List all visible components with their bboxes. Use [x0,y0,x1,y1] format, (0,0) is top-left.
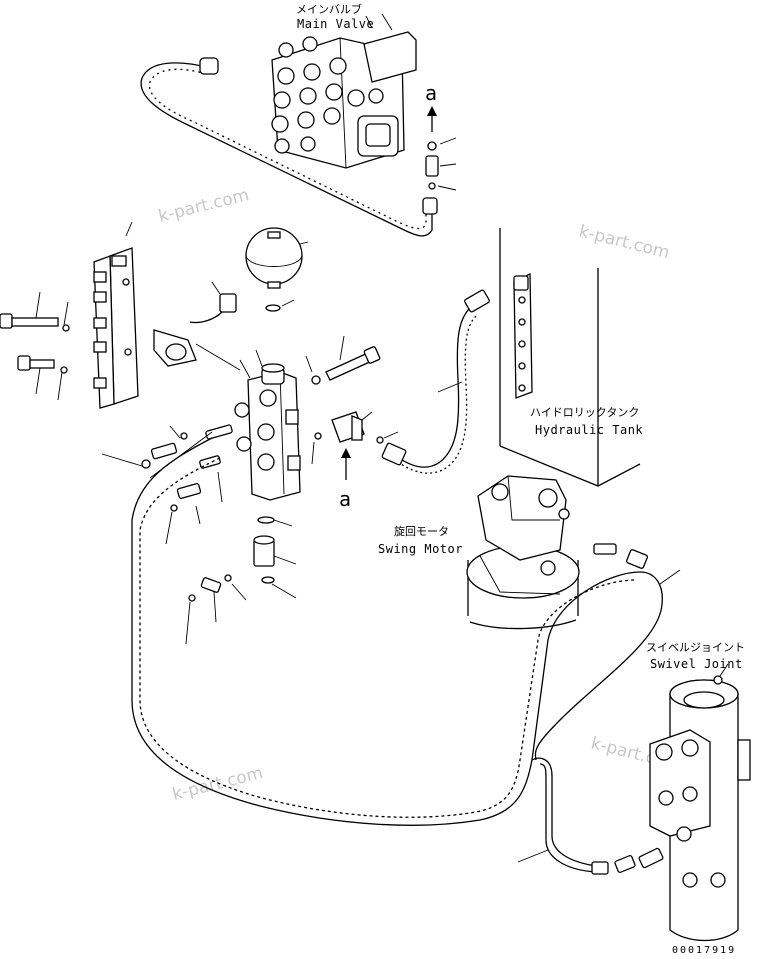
view-marker-top: a [425,81,437,105]
mounting-bracket [93,221,139,409]
fittings-cluster [101,424,297,645]
view-marker-middle: a [339,487,351,511]
main-valve-label-en: Main Valve [297,17,374,31]
solenoid-valve-block [234,349,301,527]
swivel-joint-label-jp: スイベルジョイント [646,641,745,654]
swivel-joint-label-en: Swivel Joint [650,657,743,671]
watermark: k-part.com [577,221,672,263]
swing-motor [466,475,580,630]
bolt-left-lower [17,355,68,401]
elbow-fitting [311,411,399,480]
swivel-joint [638,663,751,942]
main-valve-label-jp: メインバルブ [296,2,362,16]
main-valve [271,13,417,169]
hydraulic-tank-label-jp: ハイドロリックタンク [530,406,639,419]
watermark: k-part.com [156,185,251,227]
swing-motor-label-jp: 旋回モータ [394,524,449,538]
drawing-number: 00017919 [672,945,736,956]
bolt-right [305,335,381,385]
solenoid-connector [153,281,241,371]
view-a-top [425,106,457,191]
pilot-hose-loop [131,437,681,875]
bolt-left-upper [0,291,70,332]
watermark: k-part.com [170,763,265,805]
accumulator [245,227,309,312]
hydraulic-tank-label-en: Hydraulic Tank [535,423,643,437]
swing-motor-label-en: Swing Motor [378,542,463,556]
tank-hose [381,289,490,474]
upper-hose [140,57,438,237]
hydraulic-tank [499,228,641,487]
